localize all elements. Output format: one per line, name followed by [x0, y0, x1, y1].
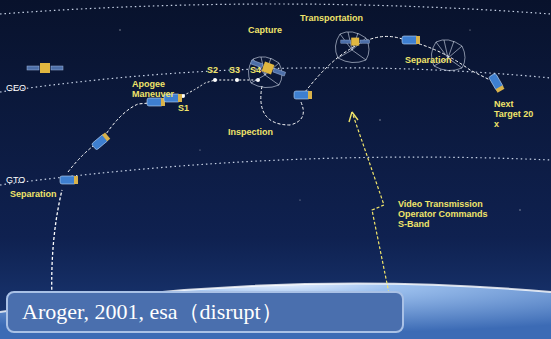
- phase-label: Separation: [10, 190, 57, 200]
- orbit-name: GTO: [6, 176, 25, 186]
- phase-label: Inspection: [228, 128, 273, 138]
- step-label: S1: [178, 104, 189, 114]
- phase-label: Separation: [405, 56, 452, 66]
- phase-label: Transportation: [300, 14, 363, 24]
- step-label: S3: [229, 66, 240, 76]
- caption-box: Aroger, 2001, esa（disrupt）: [6, 291, 404, 333]
- step-label: S2: [207, 66, 218, 76]
- phase-label: Capture: [248, 26, 282, 36]
- orbit-name: GEO: [6, 84, 26, 94]
- step-label: S4: [250, 66, 261, 76]
- phase-label: Apogee Maneuver: [132, 80, 178, 100]
- link-label: Video Transmission Operator Commands S-B…: [398, 200, 498, 230]
- target-label: Next Target 20 x: [494, 100, 540, 130]
